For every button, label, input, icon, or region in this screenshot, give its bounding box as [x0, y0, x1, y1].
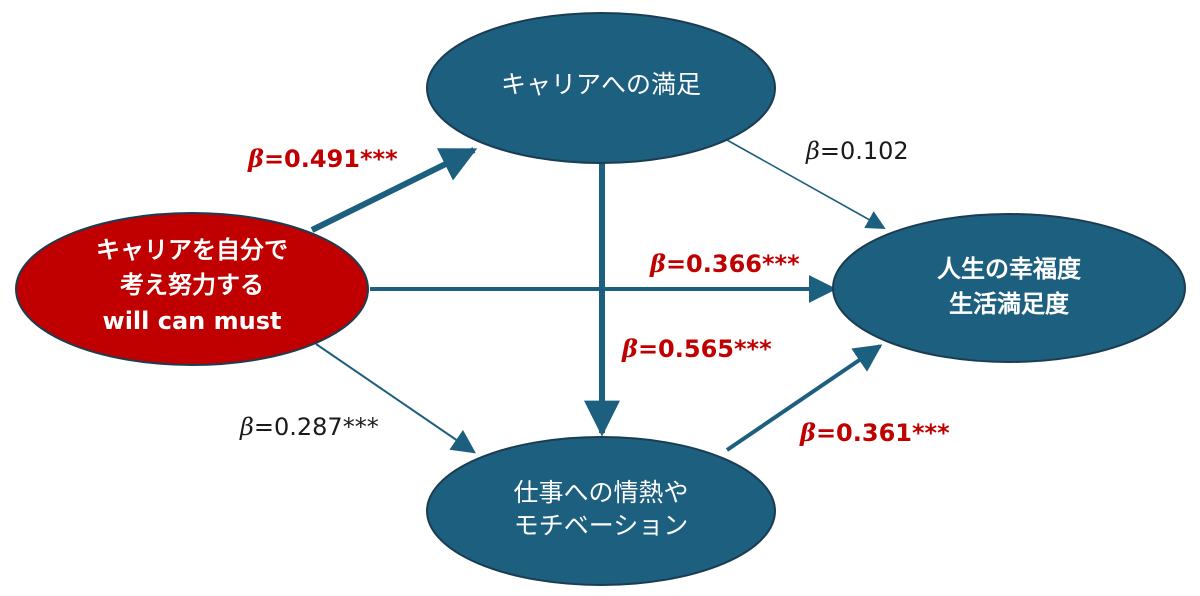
node-career-satisfaction: キャリアへの満足 — [426, 12, 776, 164]
beta-symbol: β — [239, 413, 254, 441]
edge-source-to-career-satisfaction — [310, 147, 478, 233]
coef-value: =0.361*** — [816, 419, 950, 447]
coef-value: =0.565*** — [638, 335, 772, 363]
beta-symbol: β — [649, 249, 666, 278]
node-life-wellbeing-line-1: 人生の幸福度 — [937, 255, 1082, 283]
node-work-passion-line-1: 仕事への情熱や — [513, 478, 688, 507]
coef-work-passion-life-wellbeing: β=0.361*** — [799, 418, 950, 448]
coef-source-work-passion: β=0.287*** — [239, 413, 379, 442]
node-work-passion: 仕事への情熱や モチベーション — [426, 436, 776, 586]
coef-career-satisfaction-life-wellbeing: β=0.102 — [805, 137, 909, 166]
coefficient-labels: β=0.491*** β=0.102 β=0.366*** β=0.565***… — [239, 137, 950, 448]
coef-value: =0.491*** — [264, 145, 398, 173]
node-life-wellbeing-line-2: 生活満足度 — [949, 290, 1070, 318]
coef-source-career-satisfaction: β=0.491*** — [247, 144, 398, 174]
node-work-passion-line-2: モチベーション — [514, 511, 689, 540]
coef-value: =0.287*** — [254, 413, 379, 441]
node-career-satisfaction-label: キャリアへの満足 — [501, 70, 701, 99]
edge-source-to-work-passion — [315, 343, 476, 454]
beta-symbol: β — [621, 334, 638, 363]
node-source-line-2: 考え努力する — [120, 271, 264, 299]
edge-career-satisfaction-to-life-wellbeing — [726, 139, 886, 229]
coef-source-life-wellbeing: β=0.366*** — [649, 249, 800, 279]
coef-value: =0.102 — [820, 137, 909, 165]
coef-career-satisfaction-work-passion: β=0.565*** — [621, 334, 772, 364]
beta-symbol: β — [805, 137, 820, 165]
node-source: キャリアを自分で 考え努力する will can must — [15, 212, 369, 366]
coef-value: =0.366*** — [666, 250, 800, 278]
node-life-wellbeing: 人生の幸福度 生活満足度 — [832, 213, 1186, 363]
node-source-line-1: キャリアを自分で — [96, 236, 288, 264]
beta-symbol: β — [799, 418, 816, 447]
node-source-line-3: will can must — [103, 307, 282, 335]
edge-work-passion-to-life-wellbeing — [725, 344, 883, 452]
beta-symbol: β — [247, 144, 264, 173]
edges — [310, 139, 886, 454]
